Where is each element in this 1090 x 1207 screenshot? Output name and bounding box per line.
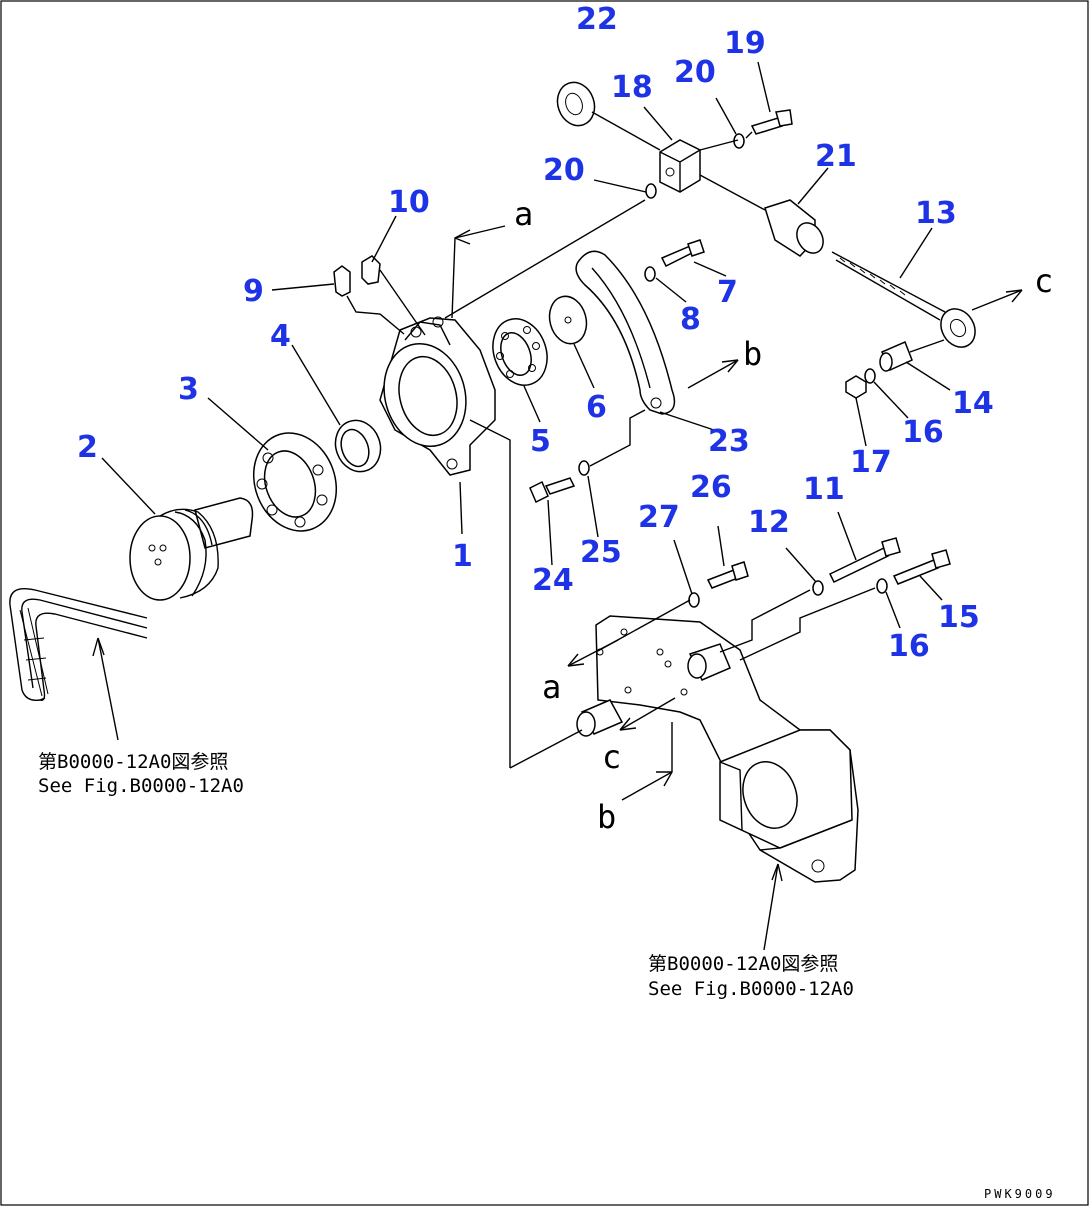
callout-20-upper: 20 — [674, 55, 716, 90]
callout-13: 13 — [915, 196, 957, 231]
callout-18: 18 — [611, 70, 653, 105]
nut-top-drawing — [556, 81, 596, 127]
callout-24: 24 — [532, 563, 574, 598]
callout-2: 2 — [77, 430, 98, 465]
reference-notes: 第B0000-12A0図参照 See Fig.B0000-12A0 第B0000… — [38, 751, 854, 1000]
adjust-rod-drawing — [831, 251, 976, 348]
callout-11: 11 — [803, 472, 845, 507]
callout-27: 27 — [638, 500, 680, 535]
collar-nut-drawing — [845, 341, 913, 399]
callout-10: 10 — [388, 185, 430, 220]
bearing-small-drawing — [492, 318, 548, 386]
connector-a-top: a — [514, 195, 533, 233]
connector-letters: a b c a c b — [514, 195, 1053, 836]
callout-26: 26 — [690, 470, 732, 505]
callout-22: 22 — [576, 2, 618, 37]
callout-23: 23 — [708, 424, 750, 459]
ring-drawing — [334, 419, 382, 473]
adjust-sleeve-drawing — [764, 199, 824, 257]
connector-c-bottom: c — [602, 738, 621, 776]
callout-5: 5 — [530, 424, 551, 459]
callout-7: 7 — [717, 275, 738, 310]
housing-drawing — [379, 316, 496, 476]
pulley-drawing — [129, 497, 254, 601]
connector-b-bottom: b — [597, 798, 616, 836]
adjusting-arm-drawing — [575, 250, 676, 415]
bracket-drawing — [576, 615, 859, 883]
block-drawing — [659, 139, 701, 193]
bearing-large-drawing — [252, 432, 338, 532]
callout-4: 4 — [270, 319, 291, 354]
callout-19: 19 — [724, 26, 766, 61]
callout-numbers: 22 18 20 19 20 21 13 10 9 7 8 4 3 6 5 23… — [77, 2, 994, 664]
bracket-reference-en: See Fig.B0000-12A0 — [648, 978, 854, 1000]
connector-c-top: c — [1034, 262, 1053, 300]
small-fasteners-drawing — [333, 109, 951, 608]
callout-1: 1 — [452, 539, 473, 574]
callout-25: 25 — [580, 535, 622, 570]
callout-14: 14 — [952, 386, 994, 421]
connector-a-bottom: a — [542, 668, 561, 706]
callout-12: 12 — [748, 505, 790, 540]
belt-reference-en: See Fig.B0000-12A0 — [38, 775, 244, 797]
callout-8: 8 — [680, 302, 701, 337]
callout-16-lower: 16 — [888, 629, 930, 664]
callout-15: 15 — [938, 600, 980, 635]
figure-code: PWK9009 — [984, 1187, 1056, 1201]
callout-9: 9 — [243, 274, 264, 309]
callout-3: 3 — [178, 372, 199, 407]
connector-b-top: b — [743, 335, 762, 373]
callout-6: 6 — [586, 390, 607, 425]
spacer-washer-drawing — [548, 295, 588, 345]
bracket-reference-jp: 第B0000-12A0図参照 — [648, 953, 838, 975]
v-belt-drawing — [9, 587, 148, 701]
callout-21: 21 — [815, 139, 857, 174]
callout-17: 17 — [850, 445, 892, 480]
callout-20-lower: 20 — [543, 153, 585, 188]
leader-lines — [92, 61, 1023, 951]
belt-reference-jp: 第B0000-12A0図参照 — [38, 751, 228, 773]
callout-16-upper: 16 — [902, 415, 944, 450]
